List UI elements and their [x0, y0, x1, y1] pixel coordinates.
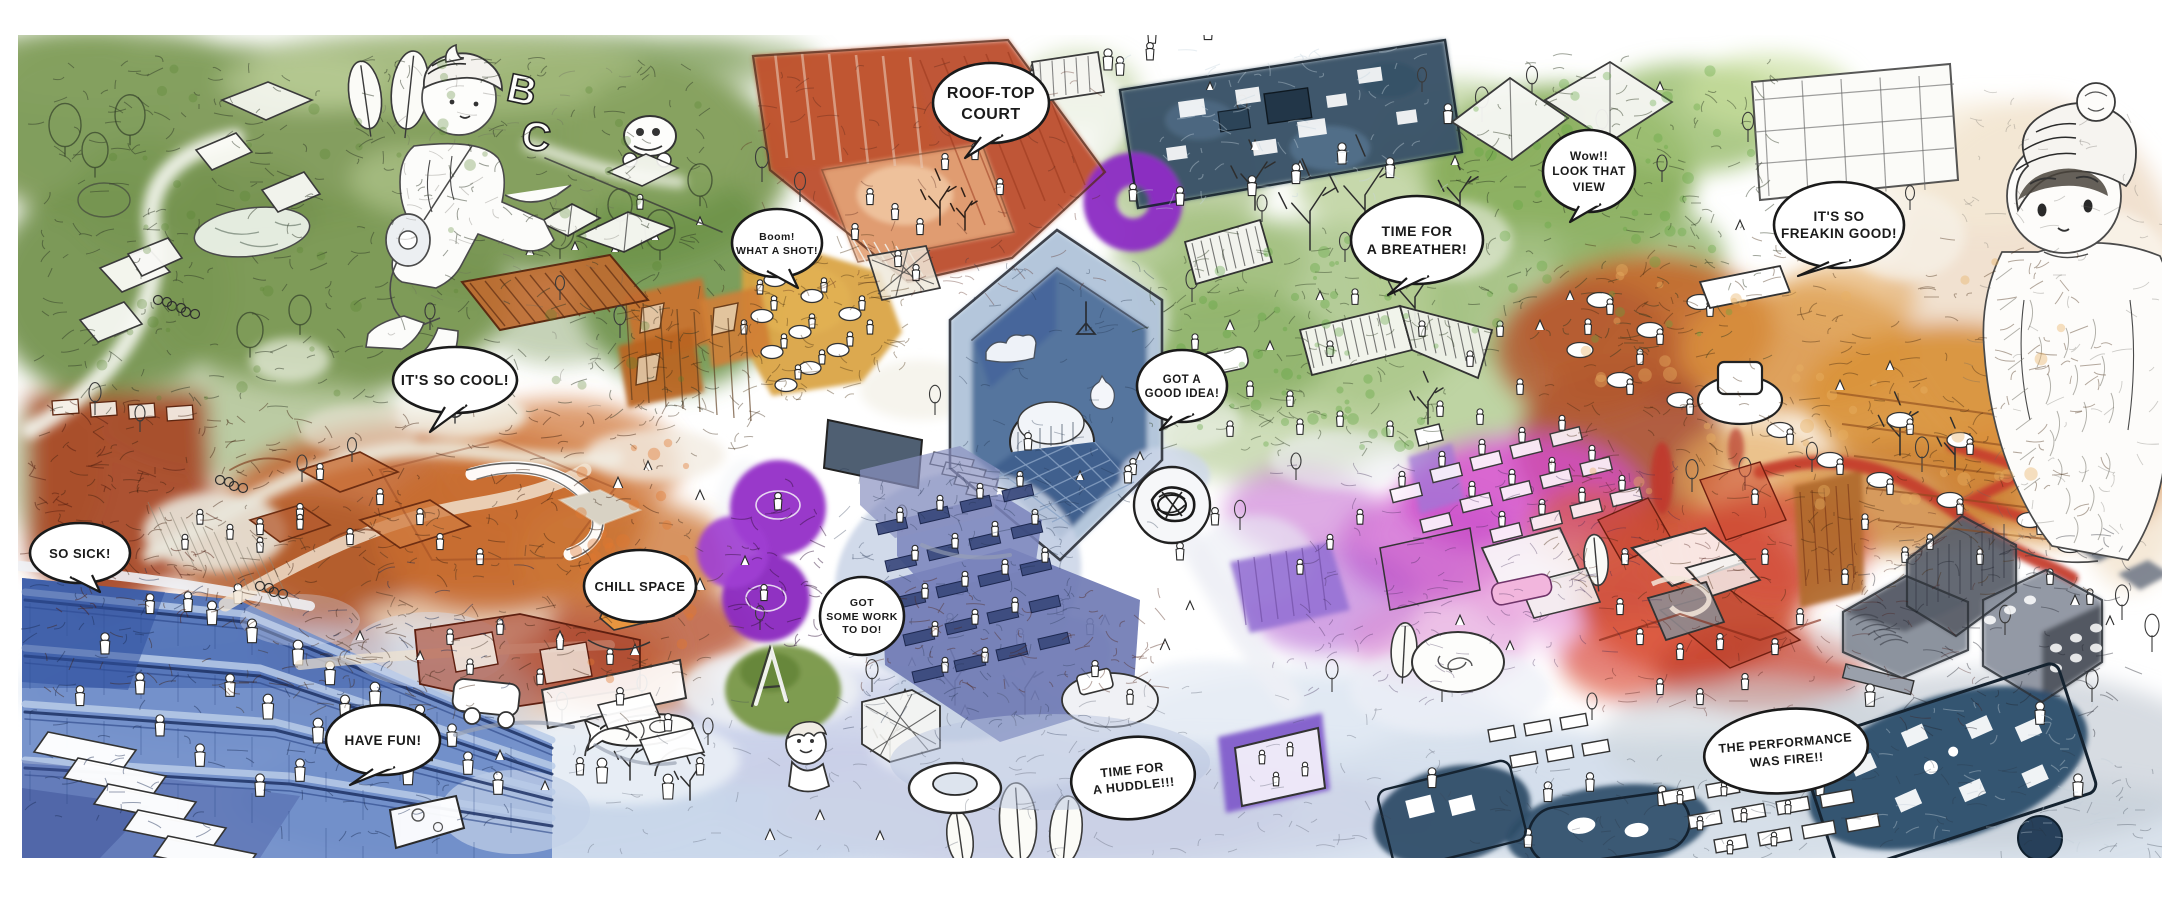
svg-text:IT'S SO: IT'S SO [1814, 209, 1865, 224]
svg-text:SOME WORK: SOME WORK [826, 611, 898, 623]
svg-text:A BREATHER!: A BREATHER! [1367, 241, 1467, 257]
svg-text:HAVE FUN!: HAVE FUN! [345, 733, 422, 748]
svg-text:ROOF-TOP: ROOF-TOP [947, 85, 1035, 102]
svg-text:CHILL SPACE: CHILL SPACE [595, 579, 686, 594]
svg-text:GOT A: GOT A [1163, 374, 1202, 386]
svg-text:TO DO!: TO DO! [842, 624, 882, 636]
svg-text:WHAT A SHOT!: WHAT A SHOT! [736, 245, 818, 257]
svg-text:LOOK THAT: LOOK THAT [1552, 164, 1626, 178]
svg-text:C: C [519, 113, 554, 161]
svg-text:SO SICK!: SO SICK! [49, 546, 111, 561]
svg-text:COURT: COURT [961, 106, 1020, 123]
svg-text:TIME FOR: TIME FOR [1100, 760, 1165, 781]
svg-text:Boom!: Boom! [759, 231, 795, 243]
svg-text:VIEW: VIEW [1573, 180, 1606, 194]
svg-text:GOOD IDEA!: GOOD IDEA! [1145, 388, 1220, 400]
svg-text:FREAKIN GOOD!: FREAKIN GOOD! [1781, 226, 1897, 241]
svg-text:IT'S SO COOL!: IT'S SO COOL! [401, 373, 509, 389]
svg-text:GOT: GOT [850, 597, 874, 609]
svg-text:WAS FIRE!!: WAS FIRE!! [1749, 750, 1824, 770]
svg-text:Wow!!: Wow!! [1570, 149, 1608, 163]
svg-text:TIME FOR: TIME FOR [1382, 223, 1453, 239]
